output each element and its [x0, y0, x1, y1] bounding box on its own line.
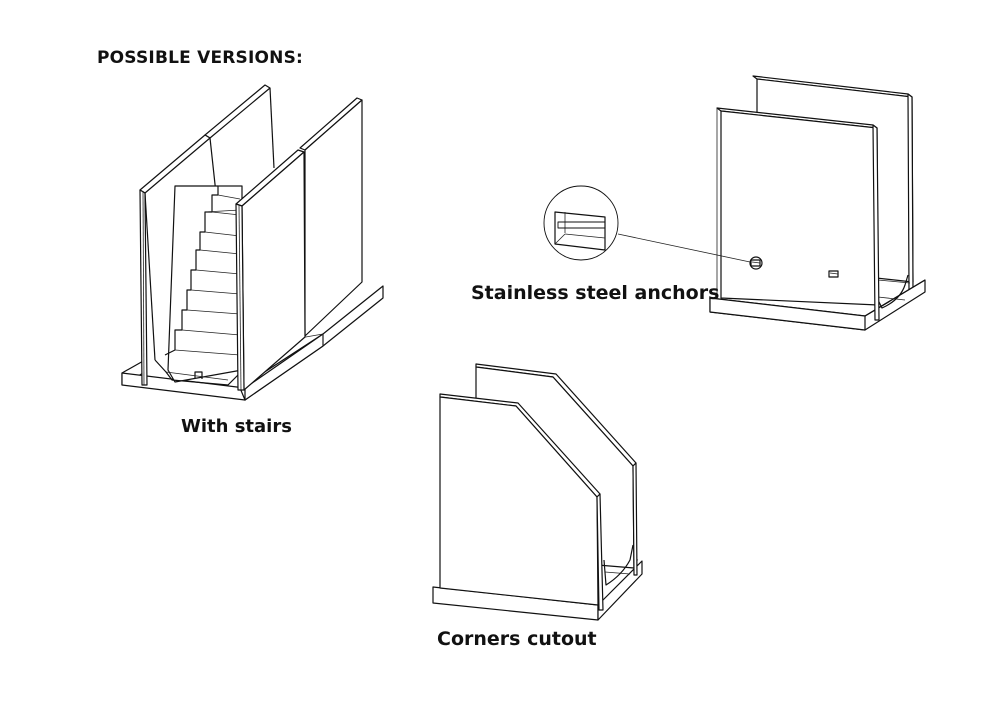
with-stairs-label: With stairs	[181, 416, 292, 437]
stainless-anchors-label: Stainless steel anchors	[471, 282, 720, 304]
channel-floor	[155, 360, 238, 385]
corners-cutout-label: Corners cutout	[437, 628, 597, 650]
anchor-detail-small	[750, 257, 762, 269]
channel-curve	[604, 545, 633, 585]
anchors-version-drawing	[544, 76, 925, 330]
staircase	[165, 186, 242, 382]
channel-curve	[876, 268, 908, 308]
back-left-wall	[140, 85, 274, 212]
base-slab-right	[240, 286, 383, 400]
stairs-version-drawing	[122, 85, 383, 400]
anchor-detail-second	[829, 271, 838, 277]
right-outer-wall	[300, 98, 362, 336]
anchor-callout	[544, 186, 750, 262]
base-slab	[710, 280, 925, 330]
page-title: POSSIBLE VERSIONS:	[97, 48, 304, 68]
left-front-wall	[140, 190, 155, 385]
base-slab	[433, 556, 642, 620]
front-wall	[440, 394, 603, 610]
front-wall	[717, 108, 879, 320]
right-front-wall	[236, 150, 305, 390]
corners-version-drawing	[433, 364, 642, 620]
